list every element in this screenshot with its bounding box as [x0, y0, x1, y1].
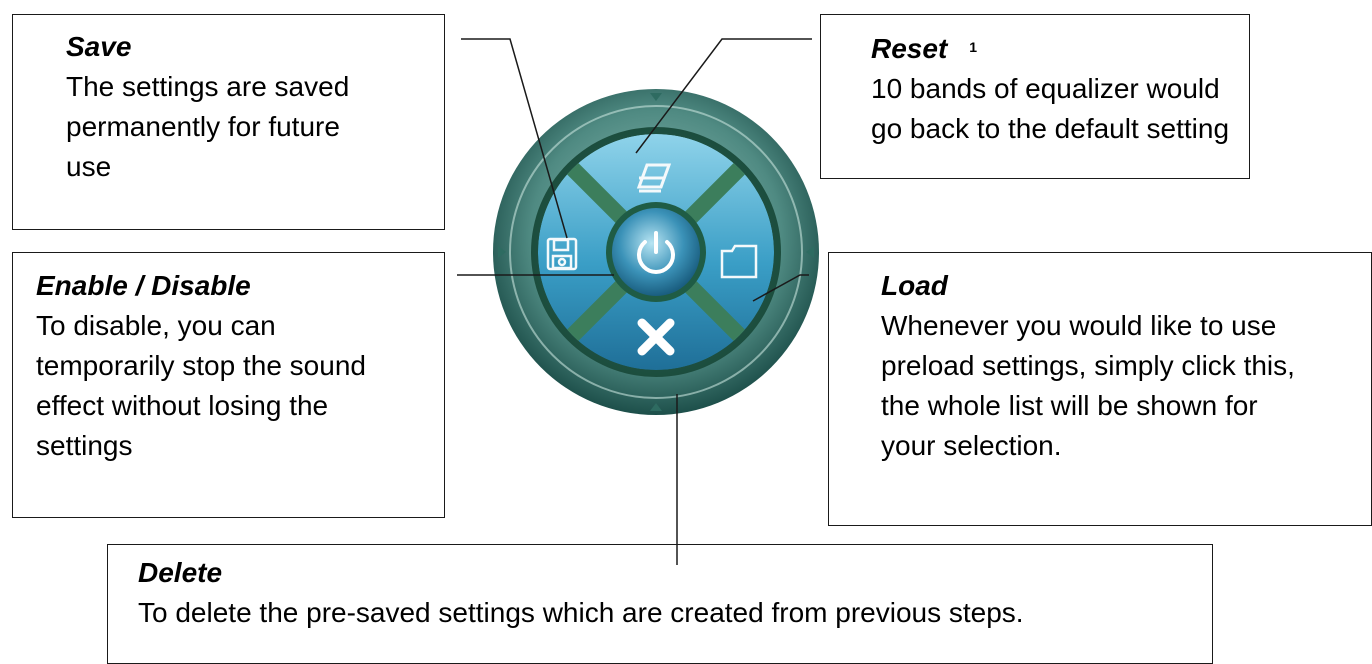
load-button[interactable]: [720, 244, 758, 279]
right-arrow-marker: [806, 246, 814, 258]
save-callout: Save The settings are saved permanently …: [12, 14, 445, 230]
x-close-icon: [637, 318, 675, 356]
save-title: Save: [66, 31, 132, 62]
load-callout: Load Whenever you would like to use prel…: [828, 252, 1372, 526]
load-title: Load: [881, 270, 948, 301]
load-description: Whenever you would like to use preload s…: [881, 310, 1295, 461]
reset-callout: Reset 1 10 bands of equalizer would go ba…: [820, 14, 1250, 179]
enable-disable-description: To disable, you can temporarily stop the…: [36, 310, 366, 461]
folder-icon: [720, 244, 758, 279]
save-button[interactable]: [546, 237, 578, 271]
delete-title: Delete: [138, 557, 223, 588]
left-arrow-marker: [498, 246, 506, 258]
reset-footnote-marker: 1: [969, 39, 978, 55]
floppy-disk-icon: [546, 237, 578, 271]
reset-title-row: Reset 1: [871, 27, 1239, 69]
save-description: The settings are saved permanently for f…: [66, 71, 350, 182]
down-arrow-marker: [650, 403, 662, 411]
enable-disable-button[interactable]: [606, 202, 706, 302]
delete-description: To delete the pre-saved settings which a…: [138, 597, 1024, 628]
equalizer-control-knob: [493, 89, 819, 415]
power-icon: [637, 231, 675, 274]
delete-button[interactable]: [637, 318, 675, 356]
reset-title: Reset: [871, 33, 948, 64]
eraser-icon: [636, 163, 672, 193]
enable-disable-title: Enable / Disable: [36, 270, 251, 301]
enable-disable-callout: Enable / Disable To disable, you can tem…: [12, 252, 445, 518]
reset-description: 10 bands of equalizer would go back to t…: [871, 73, 1230, 144]
reset-button[interactable]: [570, 128, 742, 252]
delete-callout: Delete To delete the pre-saved settings …: [107, 544, 1213, 664]
